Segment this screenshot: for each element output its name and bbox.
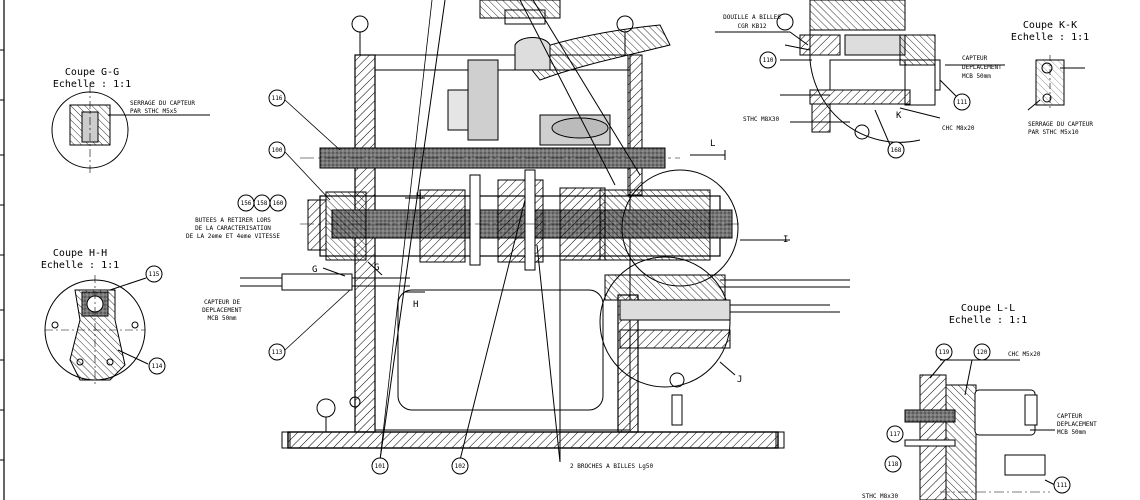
note-capteur-right-1: CAPTEUR — [1057, 413, 1083, 420]
note-capteur-left-2: DEPLACEMENT — [202, 307, 242, 314]
note-butees-3: DE LA 2eme ET 4eme VITESSE — [186, 233, 280, 240]
balloon-156: 156 — [241, 200, 252, 207]
section-gg-note2: PAR STHC M5x5 — [130, 108, 177, 115]
balloon-114: 114 — [152, 363, 163, 370]
marker-H-top: H — [416, 192, 421, 202]
section-kk-title: Coupe K-K — [1023, 20, 1077, 31]
section-hh-title: Coupe H-H — [53, 248, 107, 259]
balloon-102: 102 — [455, 463, 466, 470]
note-capteur-top-3: MCB 50mm — [962, 73, 991, 80]
note-sthc-m8x30-a: STHC M8X30 — [743, 116, 780, 123]
note-capteur-top-2: DEPLACEMENT — [962, 64, 1002, 71]
section-kk-scale: Echelle : 1:1 — [1011, 32, 1089, 43]
note-capteur-left-1: CAPTEUR DE — [204, 299, 241, 306]
section-kk-note2: PAR STHC M5x10 — [1028, 129, 1079, 136]
section-gg-note1: SERRAGE DU CAPTEUR — [130, 100, 195, 107]
text-layer: Coupe G-G Echelle : 1:1 SERRAGE DU CAPTE… — [41, 14, 1097, 500]
section-hh-view — [44, 275, 149, 385]
section-gg-scale: Echelle : 1:1 — [53, 79, 131, 90]
marker-L: L — [710, 139, 715, 149]
balloon-113: 113 — [272, 349, 283, 356]
balloon-101: 101 — [375, 463, 386, 470]
note-chc-m5x20: CHC M5x20 — [1008, 351, 1041, 358]
note-butees-1: BUTEES A RETIRER LORS — [195, 217, 271, 224]
balloon-100: 100 — [272, 147, 283, 154]
note-broches: 2 BROCHES A BILLES Lg50 — [570, 463, 653, 470]
marker-H-bottom: H — [413, 300, 418, 310]
balloons — [145, 51, 1071, 494]
balloon-110: 110 — [763, 57, 774, 64]
note-chc-m8x20-a: CHC M8x20 — [942, 125, 975, 132]
note-capteur-right-3: MCB 50mm — [1057, 429, 1086, 436]
detail-k-view — [715, 0, 1005, 146]
marker-G-left: G — [312, 265, 317, 275]
section-kk-view — [1027, 55, 1085, 111]
note-capteur-left-3: MCB 50mm — [208, 315, 237, 322]
section-gg-view — [51, 85, 210, 175]
balloon-116: 116 — [272, 95, 283, 102]
balloon-111-top: 111 — [957, 99, 968, 106]
drawing-frame — [0, 0, 5, 500]
section-ll-title: Coupe L-L — [961, 303, 1015, 314]
note-sthc-m8x30-b: STHC M8x30 — [862, 493, 899, 500]
balloon-119: 119 — [939, 349, 950, 356]
note-butees-2: DE LA CARACTERISATION — [195, 225, 271, 232]
note-douille-1: DOUILLE A BILLES — [723, 14, 781, 21]
balloon-120: 120 — [977, 349, 988, 356]
note-capteur-right-2: DEPLACEMENT — [1057, 421, 1097, 428]
marker-I: I — [783, 235, 788, 245]
note-capteur-top-1: CAPTEUR — [962, 55, 988, 62]
balloon-168: 168 — [891, 147, 902, 154]
balloon-160: 160 — [273, 200, 284, 207]
section-gg-title: Coupe G-G — [65, 67, 119, 78]
balloon-158: 158 — [257, 200, 268, 207]
section-kk-note1: SERRAGE DU CAPTEUR — [1028, 121, 1093, 128]
note-douille-2: CGR KB12 — [738, 23, 767, 30]
marker-K: K — [896, 111, 902, 121]
marker-G-right: G — [374, 263, 379, 273]
balloon-118: 118 — [888, 461, 899, 468]
balloon-115: 115 — [149, 271, 160, 278]
section-hh-scale: Echelle : 1:1 — [41, 260, 119, 271]
balloon-leaders — [284, 99, 351, 351]
section-ll-view — [904, 359, 1056, 500]
marker-J: J — [737, 375, 742, 385]
section-ll-scale: Echelle : 1:1 — [949, 315, 1027, 326]
main-assembly — [240, 0, 850, 463]
balloon-111-bottom: 111 — [1057, 482, 1068, 489]
balloon-117: 117 — [890, 431, 901, 438]
